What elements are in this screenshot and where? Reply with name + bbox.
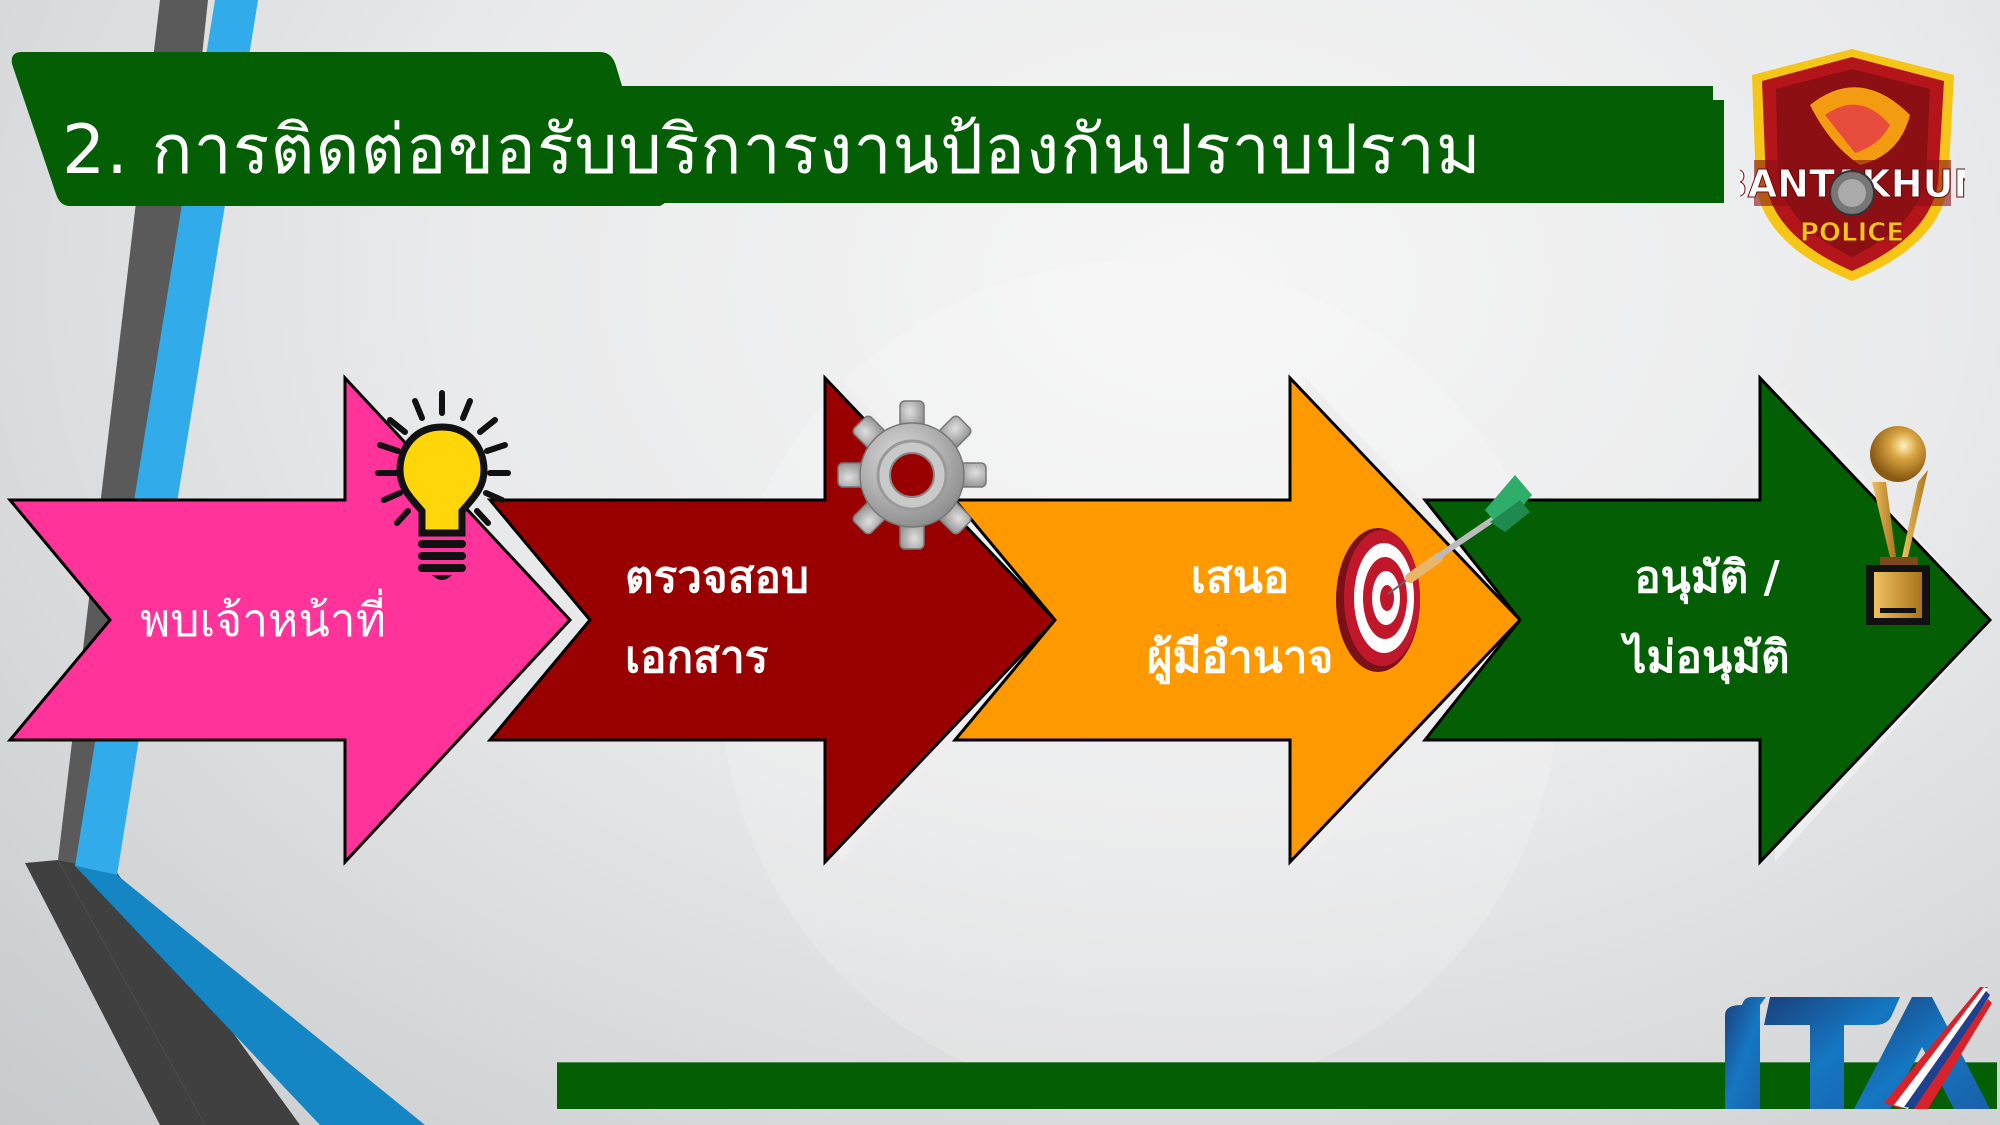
arrow-step-3 (951, 374, 1523, 866)
trophy-icon (1866, 426, 1930, 625)
step-2-label: ตรวจสอบ เอกสาร (625, 552, 809, 683)
gear-icon (837, 400, 987, 550)
step-3-label: เสนอ ผู้มีอำนาจ (1146, 552, 1334, 683)
ita-logo (1725, 987, 1992, 1109)
arrow-step-4 (1421, 374, 1993, 866)
step-4-label: อนุมัติ / ไม่อนุมัติ (1624, 552, 1790, 683)
slide-title: 2. การติดต่อขอรับบริการงานป้องกันปราบปรา… (62, 111, 1482, 190)
police-badge-logo: BANTAKHUN POLICE (1740, 49, 1965, 281)
svg-text:POLICE: POLICE (1800, 218, 1904, 248)
lightbulb-icon (375, 390, 511, 580)
target-dart-icon (1336, 475, 1532, 672)
step-1-label: พบเจ้าหน้าที่ (140, 593, 386, 647)
